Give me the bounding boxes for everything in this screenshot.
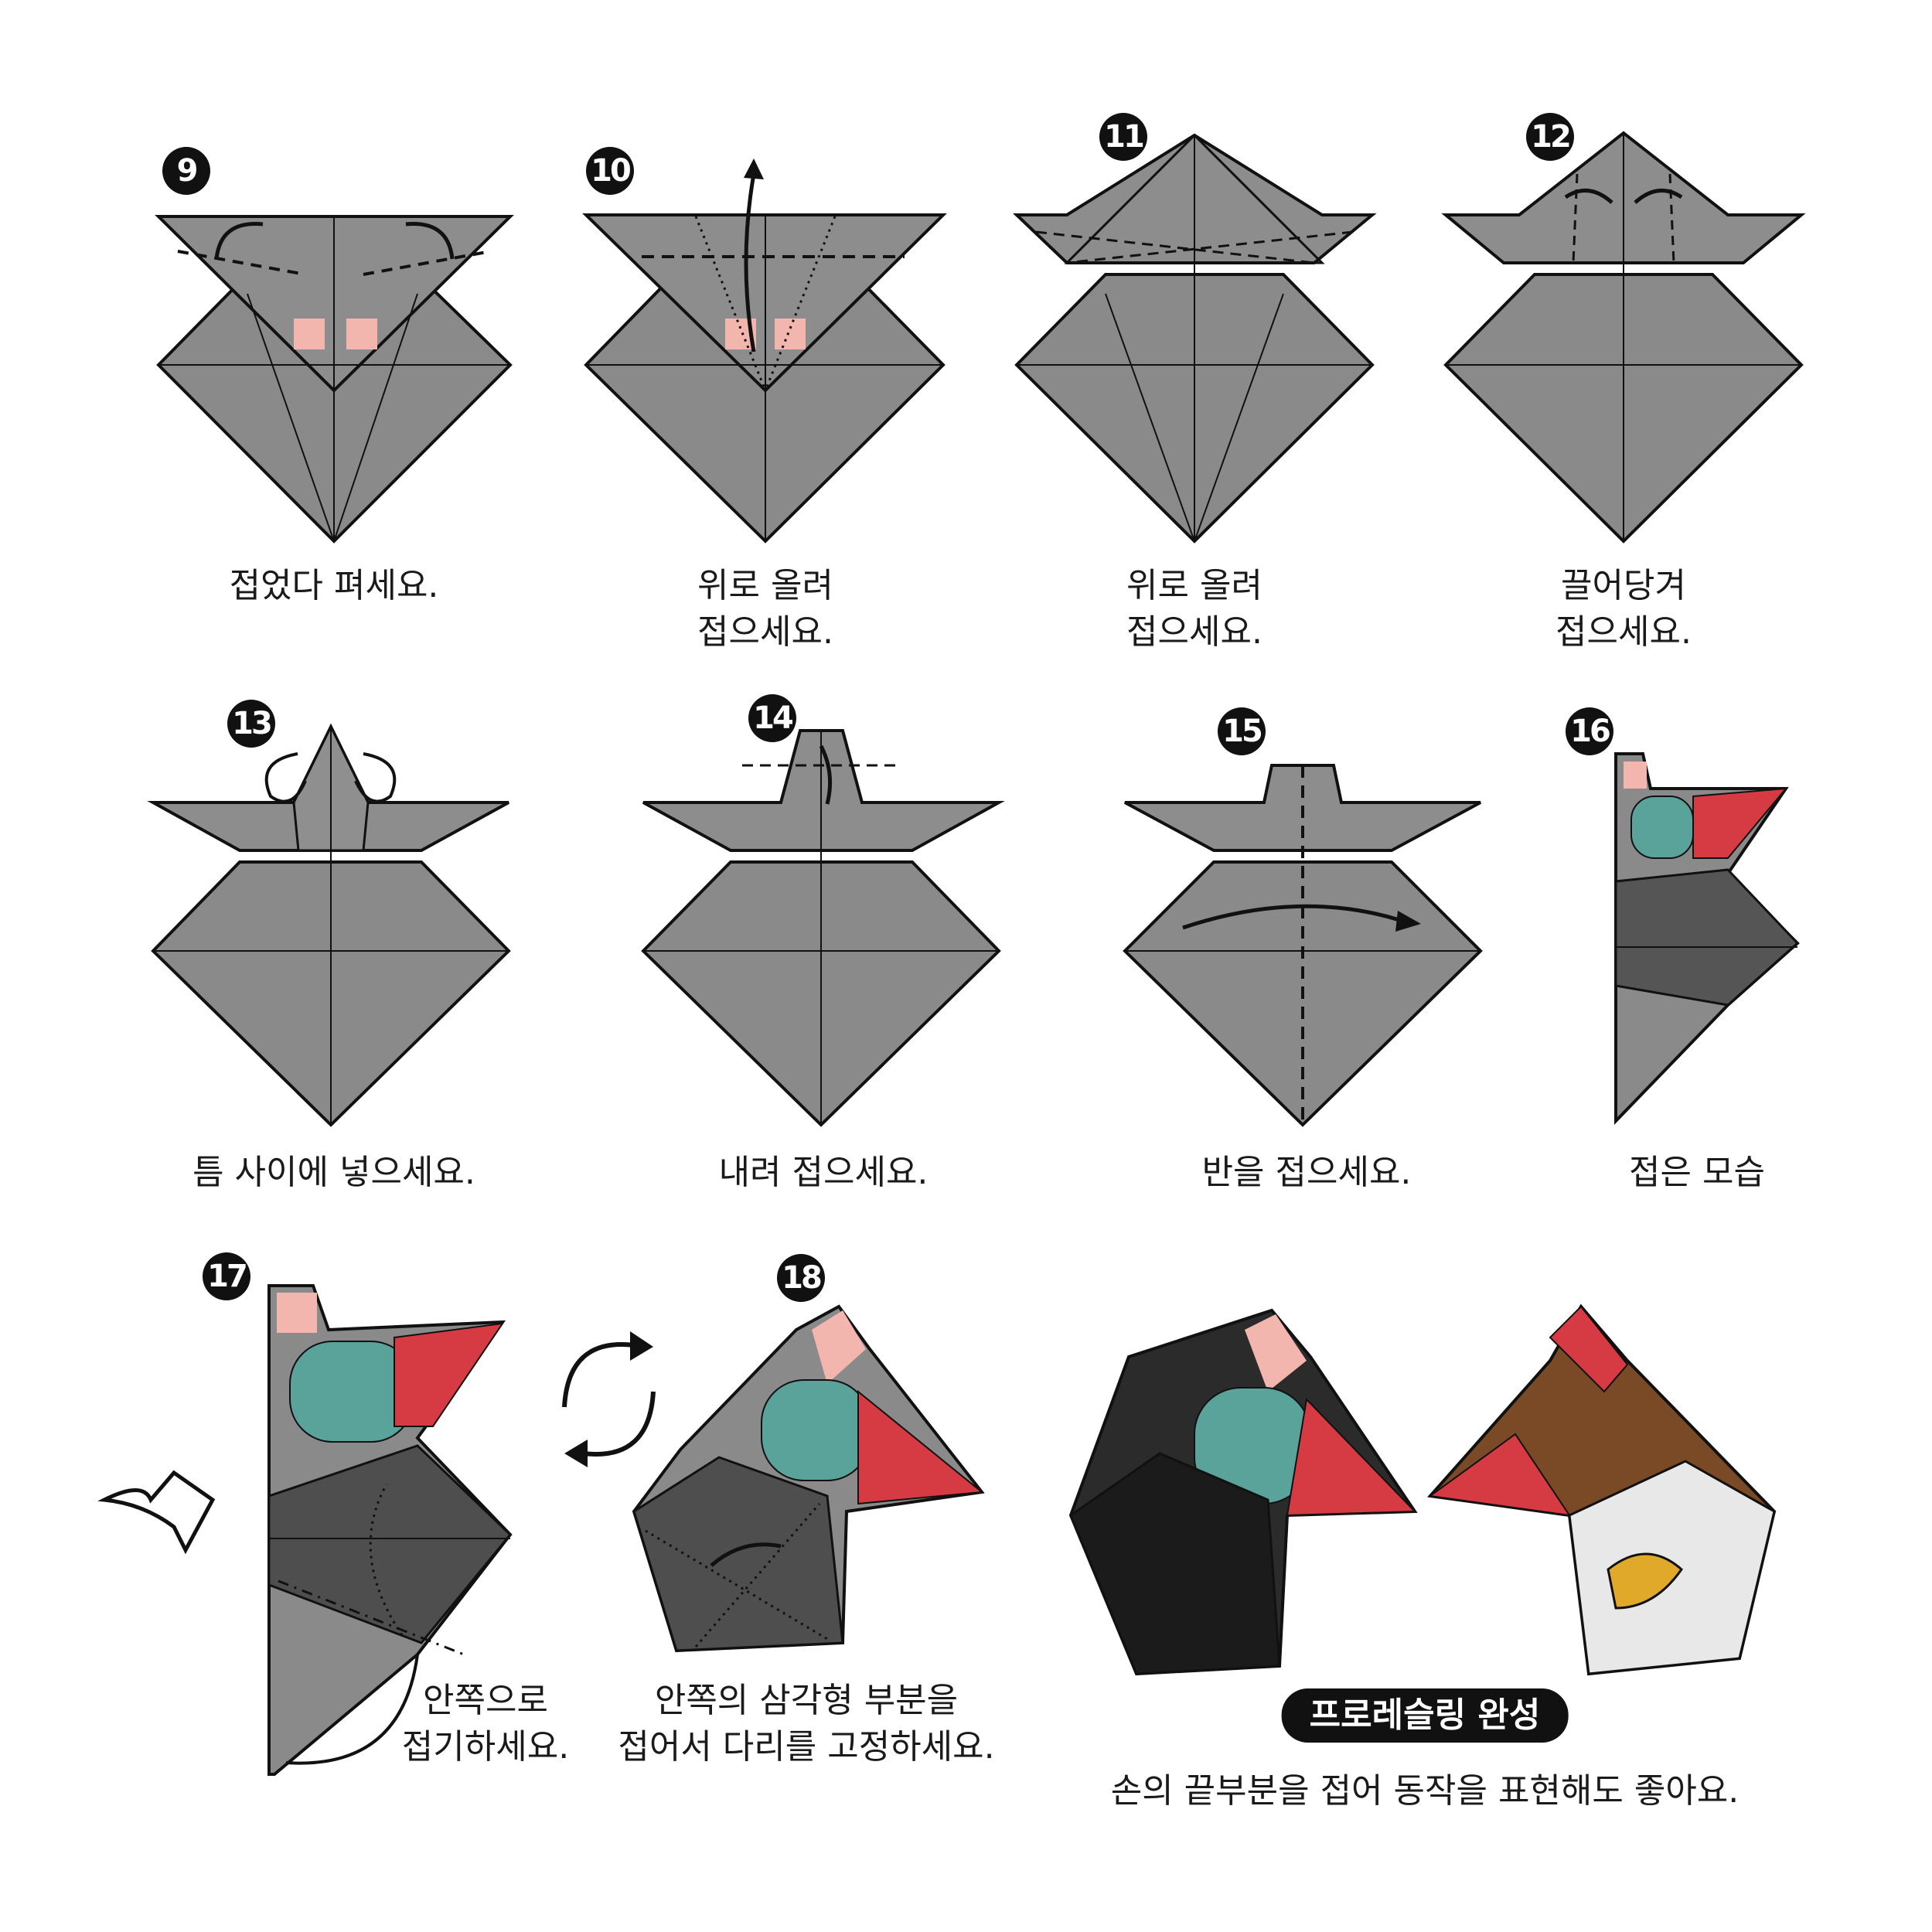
- step-number-badge: 14: [748, 694, 796, 742]
- step-14-caption: 내려 접으세요.: [718, 1153, 929, 1192]
- step-15-caption: 반을 접으세요.: [1201, 1153, 1412, 1192]
- step-13-caption: 틈 사이에 넣으세요.: [193, 1153, 475, 1192]
- step-number-badge: 11: [1099, 113, 1147, 161]
- step-number-badge: 17: [203, 1252, 250, 1300]
- curved-arrow-icon: [214, 222, 264, 260]
- final-title-badge: 프로레슬링 완성: [1281, 1688, 1569, 1743]
- step-number-badge: 16: [1566, 707, 1613, 755]
- step-number-badge: 12: [1526, 113, 1574, 161]
- step-9-caption: 접었다 펴세요.: [229, 566, 439, 605]
- step-16-caption: 접은 모습: [1629, 1153, 1765, 1192]
- final-note: 손의 끝부분을 접어 동작을 표현해도 좋아요.: [1110, 1771, 1739, 1811]
- step-number-badge: 13: [227, 700, 275, 748]
- step-number-badge: 10: [586, 147, 634, 195]
- step-number-badge: 18: [777, 1254, 825, 1302]
- step-number-badge: 15: [1218, 707, 1266, 755]
- step-number-badge: 9: [162, 147, 210, 195]
- fold-arrow-icon: [97, 1470, 216, 1555]
